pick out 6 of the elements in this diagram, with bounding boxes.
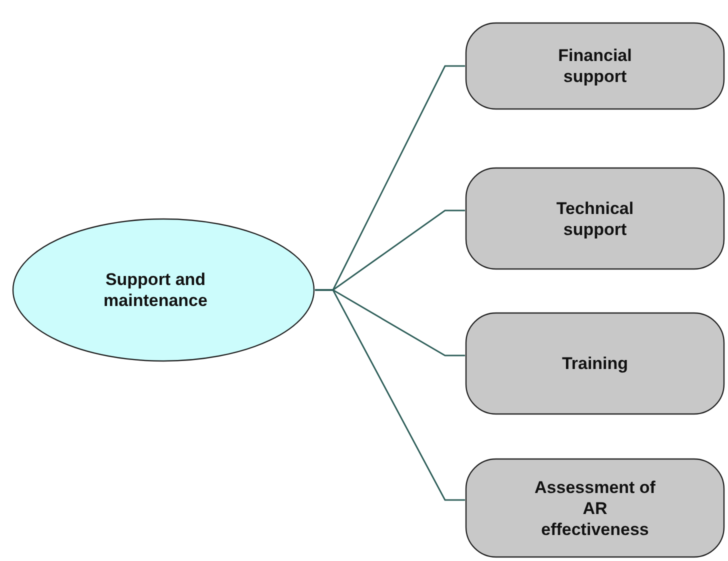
node-label: Training xyxy=(560,353,630,374)
node-label: Support and maintenance xyxy=(102,269,208,311)
node-label: Technical support xyxy=(555,198,635,240)
node-label: Assessment of AR effectiveness xyxy=(534,476,656,540)
connector-line xyxy=(315,289,465,501)
node-label: Financial support xyxy=(557,45,633,87)
